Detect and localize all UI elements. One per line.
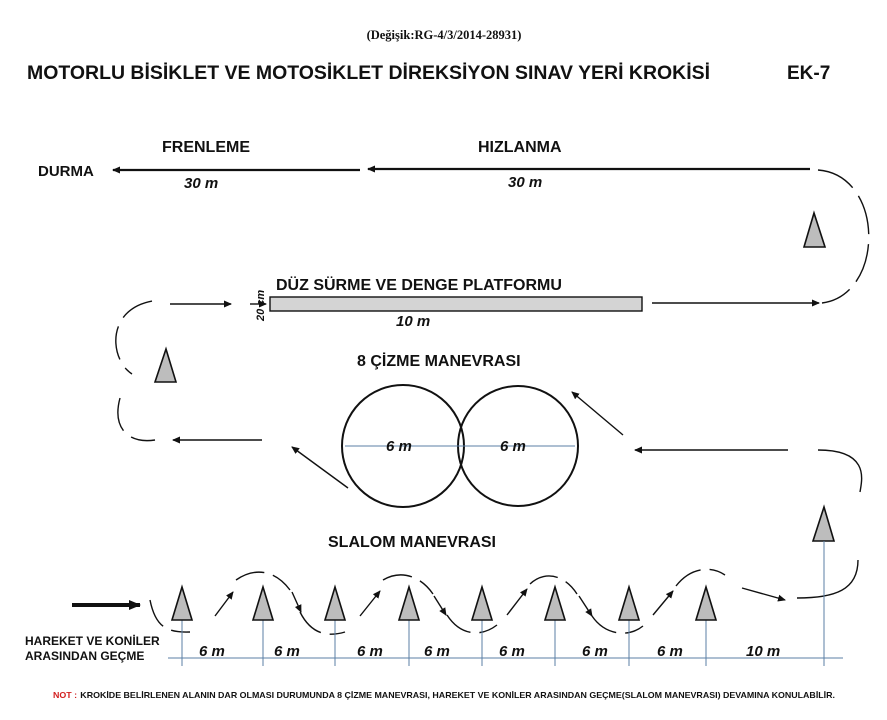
figure-eight-label: 8 ÇİZME MANEVRASI: [357, 352, 521, 370]
slalom-spacing-7: 6 m: [657, 643, 683, 660]
annex-label: EK-7: [787, 63, 830, 84]
footnote-text: KROKİDE BELİRLENEN ALANIN DAR OLMASI DUR…: [80, 690, 835, 700]
right-lower-turn-path-upper: [817, 449, 863, 493]
slalom-spacing-3: 6 m: [357, 643, 383, 660]
amendment-reference: (Değişik:RG-4/3/2014-28931): [367, 28, 522, 42]
slalom-spacing-2: 6 m: [274, 643, 300, 660]
slalom-arrow: [652, 590, 674, 616]
left-turn-path-upper: [115, 300, 153, 375]
slalom-arrow: [506, 588, 528, 616]
slalom-arrow: [578, 595, 593, 617]
braking-label: FRENLEME: [162, 139, 250, 156]
cone-icon: [470, 584, 494, 621]
start-label-line1: HAREKET VE KONİLER: [25, 633, 160, 648]
left-circle-diameter: 6 m: [386, 438, 412, 455]
slalom-spacing-4: 6 m: [424, 643, 450, 660]
cone-icon: [811, 504, 836, 542]
cone-icon: [397, 584, 421, 621]
enter-figure-eight-arrow: [571, 391, 624, 436]
cone-icon: [251, 584, 275, 621]
slalom-spacing-6: 6 m: [582, 643, 608, 660]
cone-icon: [617, 584, 641, 621]
platform-label: DÜZ SÜRME VE DENGE PLATFORMU: [276, 275, 562, 294]
left-turn-path-lower: [117, 397, 156, 442]
balance-platform: [269, 296, 643, 312]
platform-width: 20 cm: [255, 290, 267, 322]
slalom-spacing-8: 10 m: [746, 643, 780, 660]
slalom-path: [149, 568, 726, 635]
slalom-spacing-1: 6 m: [199, 643, 225, 660]
cone-icon: [153, 346, 178, 383]
right-top-turn-path: [817, 169, 870, 304]
cone-icon: [802, 210, 827, 248]
braking-distance: 30 m: [184, 175, 218, 192]
slalom-arrow: [214, 591, 234, 617]
right-circle-diameter: 6 m: [500, 438, 526, 455]
acceleration-label: HIZLANMA: [478, 139, 562, 156]
cone-icon: [323, 584, 347, 621]
stop-label: DURMA: [38, 163, 94, 180]
right-lower-turn-path-lower: [796, 559, 859, 599]
diagram-title: MOTORLU BİSİKLET VE MOTOSİKLET DİREKSİYO…: [27, 63, 710, 84]
platform-length: 10 m: [396, 313, 430, 330]
footnote: NOT :KROKİDE BELİRLENEN ALANIN DAR OLMAS…: [53, 690, 835, 700]
slalom-arrow: [741, 587, 786, 602]
slalom-arrow: [291, 591, 302, 613]
slalom-arrow: [433, 595, 447, 616]
cone-icon: [694, 584, 718, 621]
acceleration-distance: 30 m: [508, 174, 542, 191]
exit-figure-eight-arrow: [291, 446, 349, 489]
start-label-line2: ARASINDAN GEÇME: [25, 649, 144, 663]
slalom-spacing-5: 6 m: [499, 643, 525, 660]
slalom-label: SLALOM MANEVRASI: [328, 534, 496, 551]
cone-icon: [543, 584, 567, 621]
footnote-prefix: NOT :: [53, 691, 77, 700]
slalom-arrow: [359, 590, 381, 617]
cone-icon: [170, 584, 194, 621]
